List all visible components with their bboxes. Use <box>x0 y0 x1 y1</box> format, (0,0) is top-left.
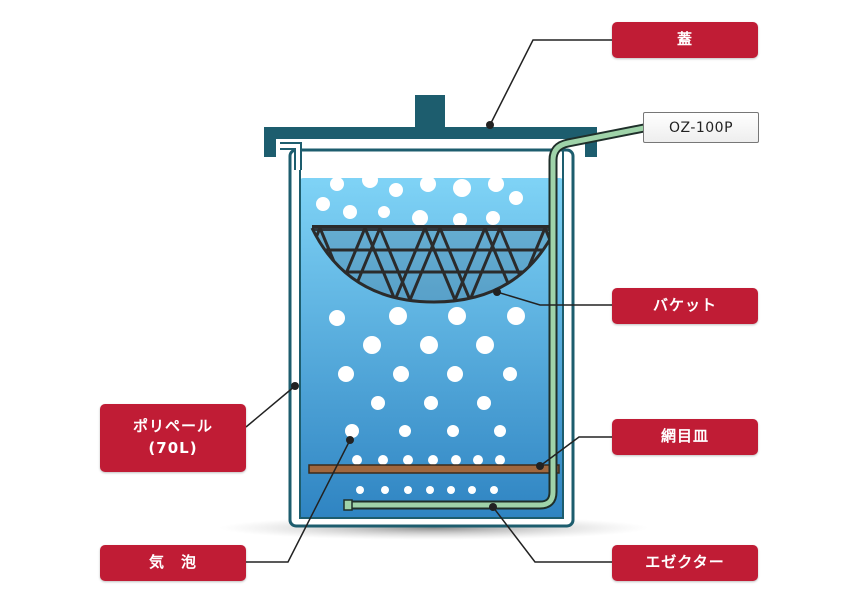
lid <box>264 95 597 157</box>
bubbles-label-text: 気 泡 <box>148 553 197 572</box>
ozone-pipe <box>344 125 645 508</box>
ejector <box>343 499 353 511</box>
pail-inner-wall <box>299 149 564 519</box>
lid-label: 蓋 <box>612 22 758 58</box>
mesh-plate <box>308 464 560 474</box>
bubbles-label: 気 泡 <box>100 545 246 581</box>
ozone-model-label-text: OZ-100P <box>668 119 734 136</box>
bucket-label-text: バケット <box>652 296 717 315</box>
bucket <box>310 225 558 304</box>
lid-label-text: 蓋 <box>676 30 693 49</box>
ejector-label: エゼクター <box>612 545 758 581</box>
leader-lines <box>245 39 612 563</box>
pail-label: ポリペール (70L) <box>100 404 246 472</box>
lower-bubbles <box>329 307 525 494</box>
pail-label-line2: (70L) <box>148 439 198 457</box>
pail-label-line1: ポリペール <box>132 417 213 436</box>
upper-bubbles <box>316 172 523 227</box>
bucket-label: バケット <box>612 288 758 324</box>
mesh-plate-label: 網目皿 <box>612 419 758 455</box>
ozone-model-label: OZ-100P <box>643 112 759 143</box>
mesh-plate-label-text: 網目皿 <box>660 427 709 446</box>
ejector-label-text: エゼクター <box>645 553 725 572</box>
leader-dots <box>291 121 544 511</box>
